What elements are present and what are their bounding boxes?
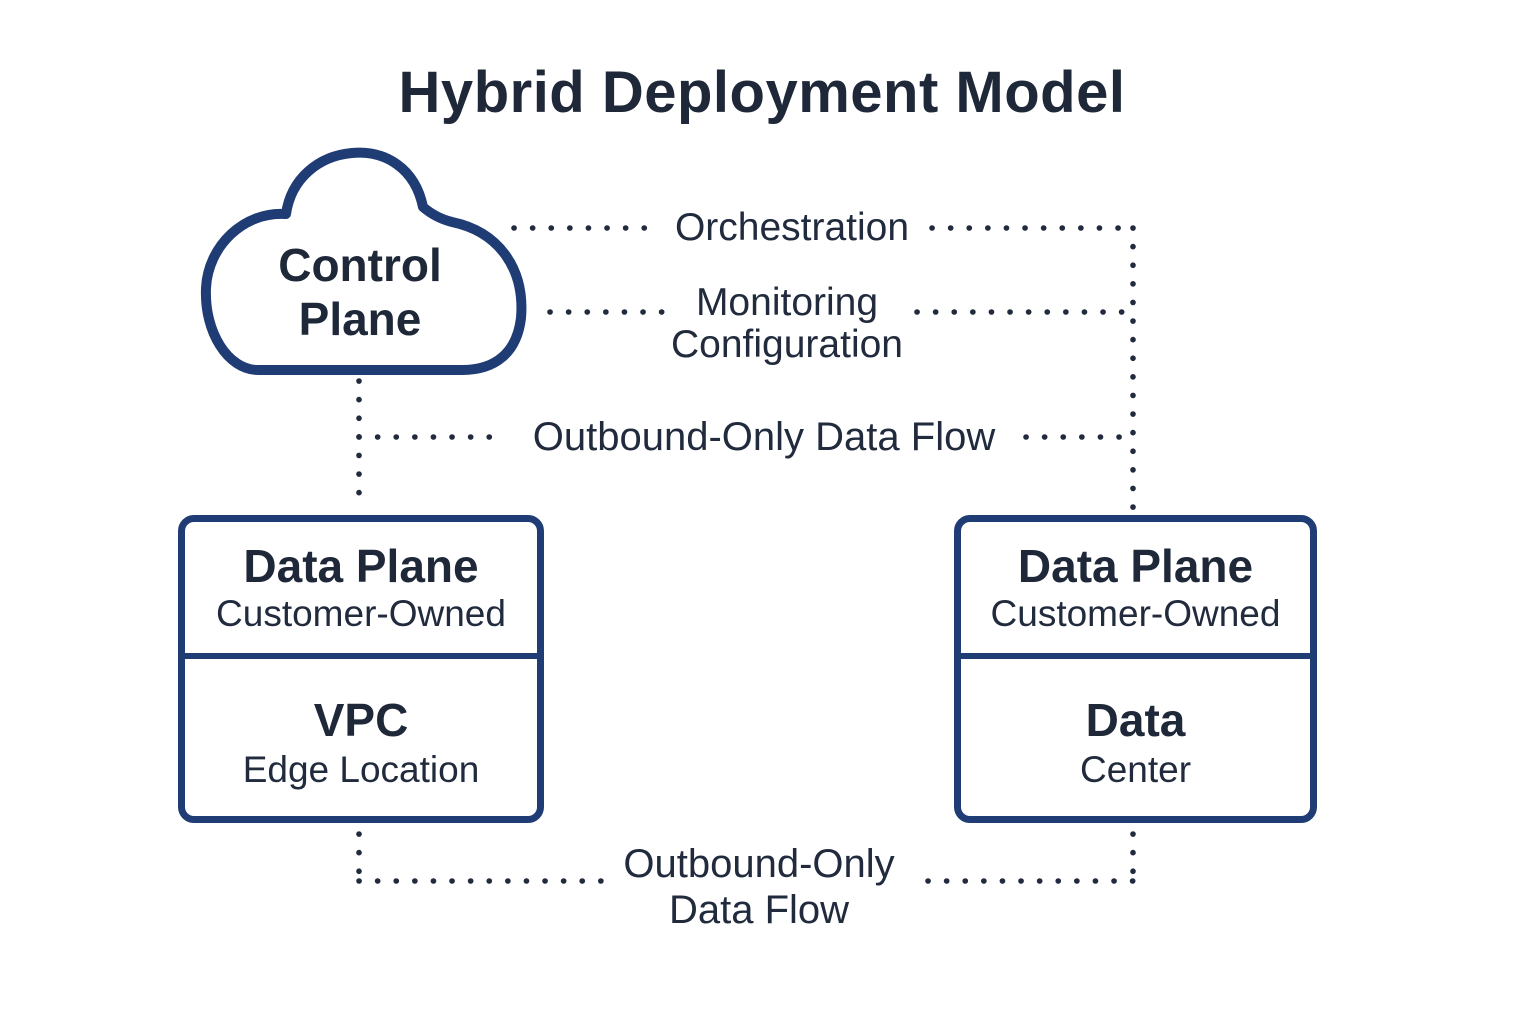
right-box-subtitle: Customer-Owned xyxy=(990,592,1281,634)
control-plane-label-line1: Control xyxy=(278,239,442,291)
data-plane-datacenter-box-header: Data Plane Customer-Owned xyxy=(961,522,1310,659)
control-plane-label-line2: Plane xyxy=(298,293,422,345)
data-plane-vpc-box-body: VPC Edge Location xyxy=(185,659,537,816)
monitoring-label-line2: Configuration xyxy=(671,323,903,366)
outbound-only-data-flow-bottom-label: Outbound-Only Data Flow xyxy=(623,841,894,933)
left-box-inner-subtitle: Edge Location xyxy=(242,748,480,790)
data-plane-vpc-box: Data Plane Customer-Owned VPC Edge Locat… xyxy=(178,515,544,823)
control-plane-cloud-shape xyxy=(200,147,527,375)
left-box-inner-title: VPC xyxy=(313,693,409,746)
orchestration-label: Orchestration xyxy=(674,206,910,249)
outbound-bottom-label-line2: Data Flow xyxy=(668,888,850,932)
right-box-inner-subtitle: Center xyxy=(1079,748,1192,790)
page-title: Hybrid Deployment Model xyxy=(398,60,1126,125)
right-box-inner-title: Data xyxy=(1085,693,1186,746)
monitoring-configuration-label: Monitoring Configuration xyxy=(671,282,903,366)
left-box-title: Data Plane xyxy=(243,539,479,592)
control-plane-label: Control Plane xyxy=(278,238,442,346)
data-plane-vpc-box-header: Data Plane Customer-Owned xyxy=(185,522,537,659)
data-plane-datacenter-box-body: Data Center xyxy=(961,659,1310,816)
outbound-bottom-label-line1: Outbound-Only xyxy=(623,842,895,886)
left-box-subtitle: Customer-Owned xyxy=(216,592,506,634)
outbound-only-data-flow-top-label: Outbound-Only Data Flow xyxy=(532,415,996,459)
data-plane-datacenter-box: Data Plane Customer-Owned Data Center xyxy=(954,515,1317,823)
right-box-title: Data Plane xyxy=(1017,539,1254,592)
monitoring-label-line1: Monitoring xyxy=(695,281,879,324)
